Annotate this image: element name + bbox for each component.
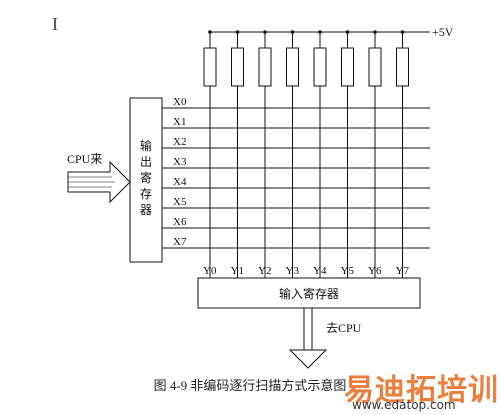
cpu-out-arrowhead (288, 349, 328, 369)
pullup-resistors (203, 30, 409, 87)
resistor (313, 47, 327, 87)
column-label: Y5 (341, 265, 355, 277)
row-lines (162, 107, 430, 249)
output-register-char: 存 (140, 187, 152, 201)
input-register (197, 277, 421, 309)
cpu-in-label: CPU来 (67, 152, 102, 166)
row-label: X7 (173, 236, 187, 248)
column-label: Y7 (396, 265, 410, 277)
row-label: X6 (173, 216, 187, 228)
output-register-char: 寄 (140, 170, 152, 185)
column-label: Y3 (286, 265, 300, 277)
resistor (286, 47, 299, 87)
resistor (203, 47, 217, 87)
column-label: Y6 (368, 265, 382, 277)
column-label: Y4 (313, 265, 327, 277)
row-label: X1 (173, 116, 186, 128)
output-register-char: 输 (140, 138, 152, 153)
resistor (368, 47, 382, 87)
column-lines (209, 86, 403, 278)
input-register-label: 输入寄存器 (279, 286, 339, 301)
watermark-url: www.edatop.com (352, 398, 456, 412)
row-label: X5 (173, 196, 187, 208)
output-register (129, 97, 163, 263)
text-cursor-icon: I (52, 14, 58, 34)
column-label: Y0 (203, 265, 217, 277)
row-label: X2 (173, 136, 186, 148)
supply-label: +5V (432, 25, 454, 39)
row-label: X0 (173, 96, 187, 108)
resistor (231, 47, 244, 87)
figure-caption: 图 4-9 非编码逐行扫描方式示意图 (153, 378, 347, 393)
resistor (341, 47, 354, 87)
resistor (258, 47, 272, 87)
column-label: Y2 (258, 265, 271, 277)
output-register-char: 器 (140, 203, 152, 217)
column-label: Y1 (231, 265, 244, 277)
resistor (396, 47, 409, 87)
row-label: X4 (173, 176, 187, 188)
row-label: X3 (173, 156, 187, 168)
column-labels: Y0 Y1 Y2 Y3 Y4 Y5 Y6 Y7 (203, 265, 409, 277)
cpu-out-label: 去CPU (326, 321, 362, 335)
output-register-char: 出 (140, 155, 152, 169)
watermark-logo-text: 易迪拓培训 (344, 373, 499, 408)
